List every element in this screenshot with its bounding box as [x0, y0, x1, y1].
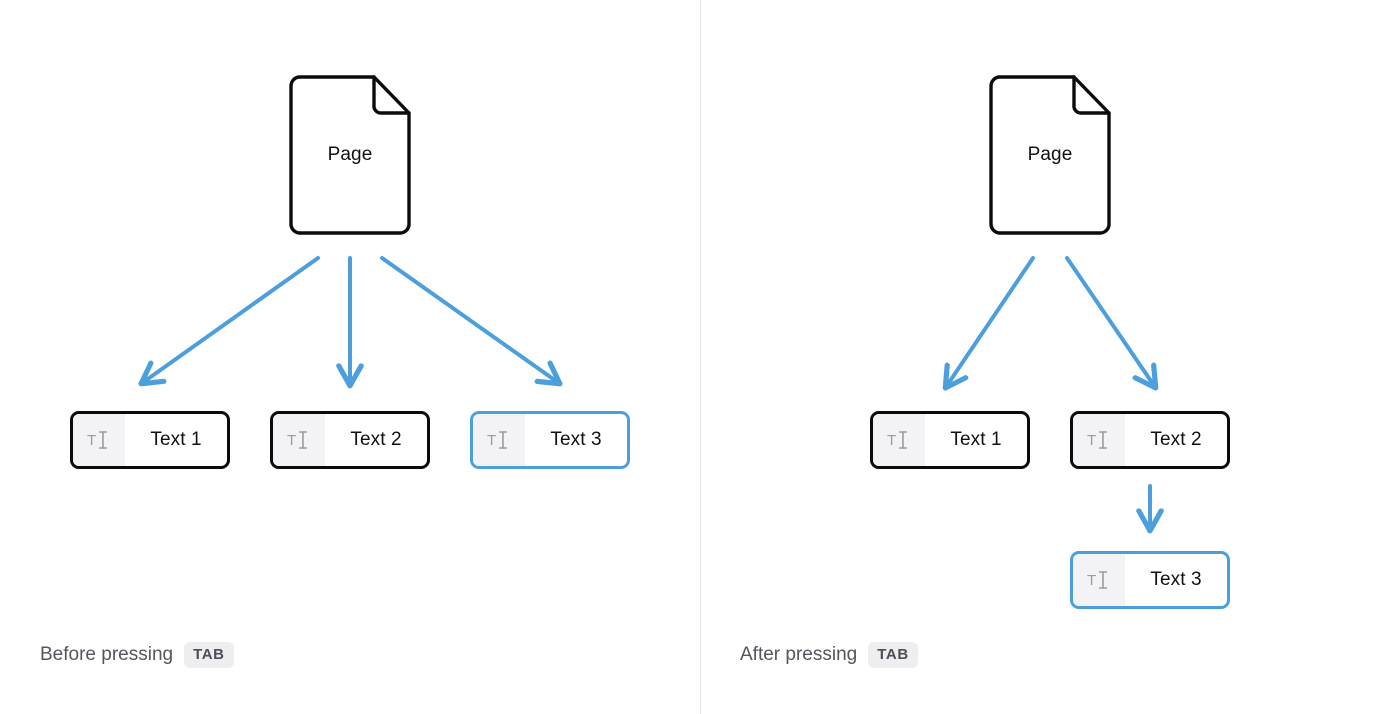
text-cursor-icon: T	[73, 414, 125, 466]
text-cursor-icon: T	[473, 414, 525, 466]
text-node-label: Text 1	[150, 429, 202, 450]
arrow-page-to-text1	[145, 256, 320, 381]
text-node-label: Text 2	[1150, 429, 1202, 450]
arrow-page-to-text3	[380, 256, 556, 381]
tab-key-badge: TAB	[184, 642, 234, 668]
page-node-label: Page	[327, 144, 373, 165]
text-cursor-icon: T	[1073, 554, 1125, 606]
text-cursor-icon: T	[873, 414, 925, 466]
text-node-label: Text 1	[950, 429, 1002, 450]
text-node-label: Text 3	[1150, 569, 1202, 590]
svg-text:T: T	[287, 432, 296, 449]
text-node[interactable]: T Text 2	[270, 411, 430, 469]
text-node[interactable]: T Text 3	[470, 411, 630, 469]
arrow-page-to-text1	[948, 256, 1035, 384]
svg-text:T: T	[1087, 572, 1096, 589]
text-node-label: Text 3	[550, 429, 602, 450]
page-node[interactable]: Page	[289, 75, 411, 235]
svg-text:T: T	[1087, 432, 1096, 449]
caption-text: Before pressing	[40, 644, 174, 665]
svg-text:T: T	[87, 432, 96, 449]
text-node[interactable]: T Text 3	[1070, 551, 1230, 609]
panel-caption: After pressing TAB	[740, 642, 918, 668]
tab-key-badge: TAB	[868, 642, 918, 668]
page-node-label: Page	[1027, 144, 1073, 165]
svg-text:T: T	[487, 432, 496, 449]
panel-caption: Before pressing TAB	[40, 642, 234, 668]
text-node[interactable]: T Text 1	[870, 411, 1030, 469]
text-node[interactable]: T Text 1	[70, 411, 230, 469]
text-cursor-icon: T	[1073, 414, 1125, 466]
text-node-label: Text 2	[350, 429, 402, 450]
svg-text:T: T	[887, 432, 896, 449]
page-node[interactable]: Page	[989, 75, 1111, 235]
text-node[interactable]: T Text 2	[1070, 411, 1230, 469]
caption-text: After pressing	[740, 644, 858, 665]
panel-divider	[700, 0, 701, 714]
text-cursor-icon: T	[273, 414, 325, 466]
arrow-page-to-text2	[1065, 256, 1153, 384]
